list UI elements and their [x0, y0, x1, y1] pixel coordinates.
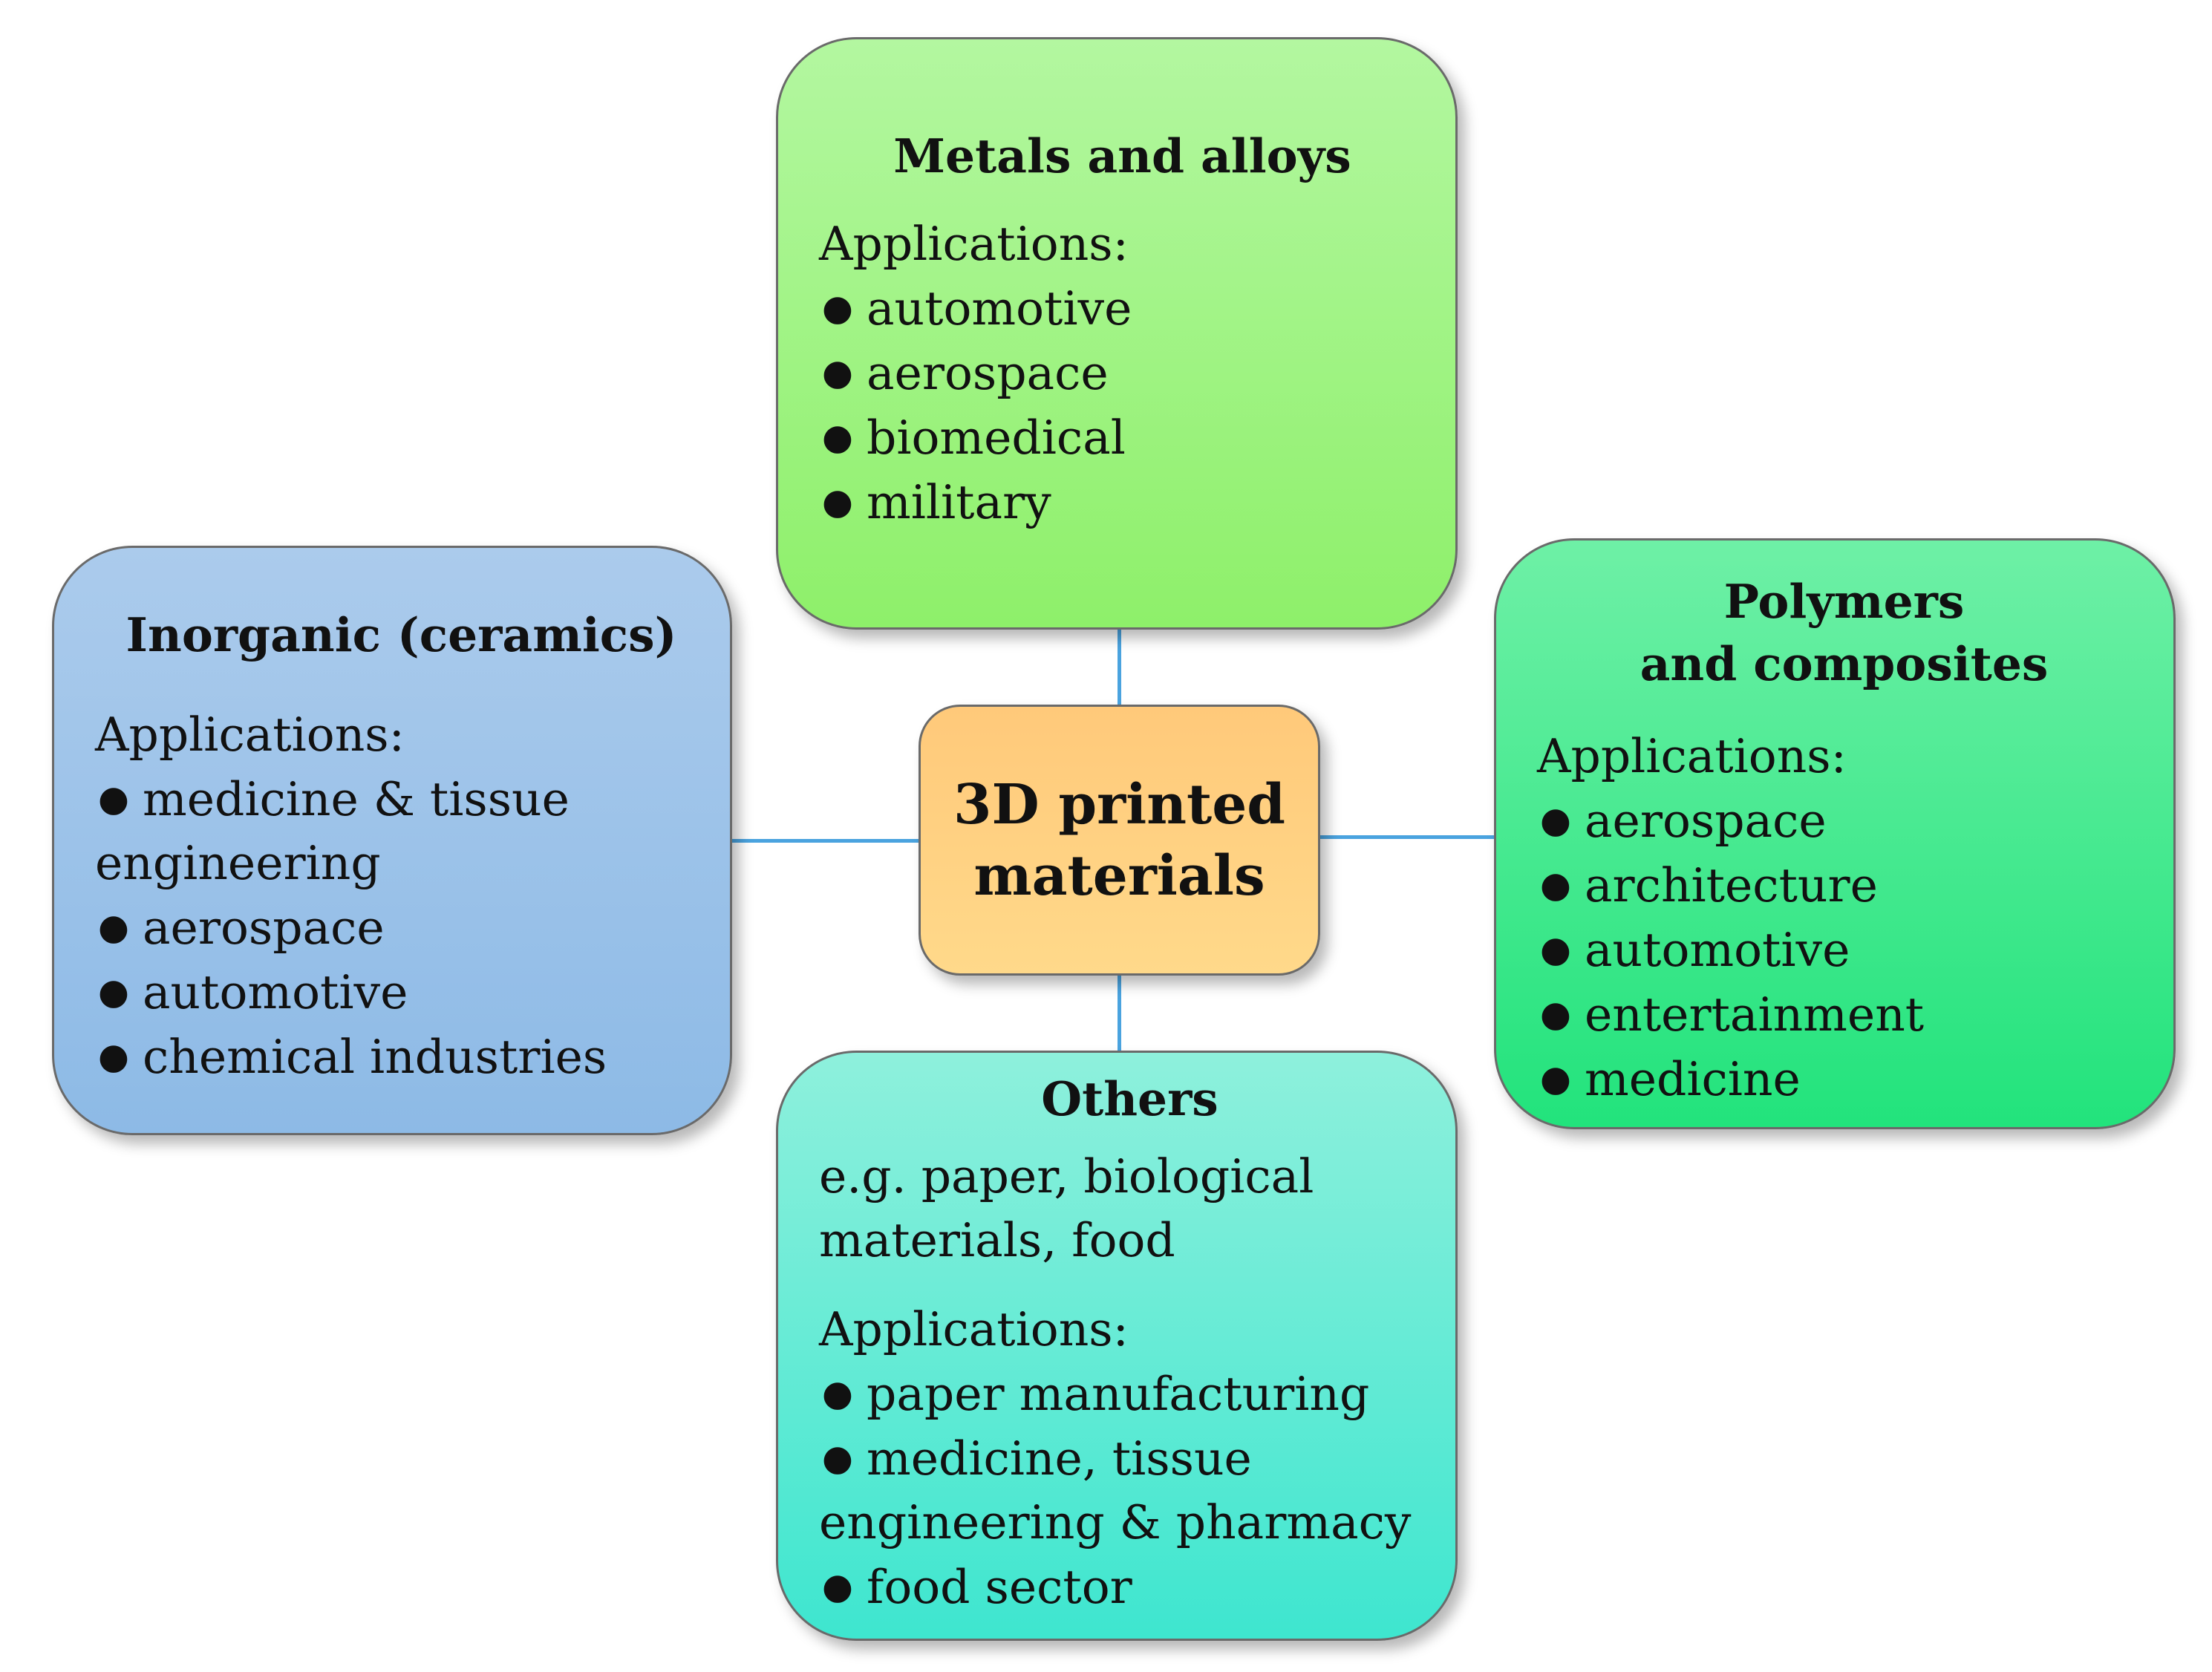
- list-item-text: chemical industries: [143, 1030, 607, 1084]
- list-item-text: aerospace: [143, 901, 385, 955]
- list-item-text: biomedical: [867, 411, 1126, 465]
- bullet-icon: ●: [822, 1566, 853, 1607]
- list-item-text: automotive: [143, 965, 408, 1019]
- bullet-icon: ●: [1540, 1058, 1571, 1100]
- bullet-icon: ●: [822, 352, 853, 393]
- list-item: ● food sector: [819, 1555, 1441, 1619]
- bullet-icon: ●: [98, 1036, 129, 1077]
- list-item-text: food sector: [867, 1560, 1132, 1614]
- connector-left: [732, 839, 919, 843]
- inorganic-applications-label: Applications:: [95, 708, 405, 762]
- inorganic-box: Inorganic (ceramics) Applications: ●medi…: [52, 546, 732, 1135]
- bullet-icon: ●: [822, 481, 853, 523]
- list-item: ● aerospace: [1537, 788, 2151, 853]
- list-item-text: automotive: [1585, 923, 1850, 977]
- bullet-icon: ●: [98, 778, 129, 820]
- inorganic-title: Inorganic (ceramics): [125, 607, 677, 662]
- list-item-text: medicine, tissue engineering & pharmacy: [819, 1431, 1412, 1549]
- others-applications-label: Applications:: [819, 1302, 1129, 1356]
- list-item: ● automotive: [95, 960, 708, 1025]
- others-title: Others: [1041, 1071, 1218, 1126]
- list-item: ●medicine & tissue engineering: [95, 767, 708, 895]
- metals-title: Metals and alloys: [893, 128, 1351, 183]
- metals-applications-label: Applications:: [819, 217, 1129, 271]
- bullet-icon: ●: [822, 417, 853, 458]
- metals-box: Metals and alloys Applications: ● automot…: [776, 37, 1458, 630]
- list-item: ●medicine, tissue engineering & pharmacy: [819, 1426, 1441, 1555]
- bullet-icon: ●: [822, 1437, 853, 1479]
- metals-applications-list: ● automotive ● aerospace ● biomedical ● mili…: [819, 276, 1426, 535]
- list-item: ● architecture: [1537, 853, 2151, 918]
- others-box: Others e.g. paper, biological materials,…: [776, 1051, 1458, 1641]
- list-item: ● medicine: [1537, 1047, 2151, 1111]
- list-item: ● military: [819, 470, 1426, 535]
- list-item: ● biomedical: [819, 405, 1426, 470]
- list-item-text: medicine: [1585, 1052, 1801, 1106]
- others-applications-list: ●paper manufacturing ●medicine, tissue e…: [819, 1362, 1441, 1619]
- list-item-text: architecture: [1585, 858, 1878, 912]
- connector-top: [1118, 630, 1121, 705]
- center-box: 3D printed materials: [919, 705, 1320, 976]
- list-item: ● entertainment: [1537, 982, 2151, 1047]
- bullet-icon: ●: [1540, 929, 1571, 970]
- list-item-text: medicine & tissue engineering: [95, 772, 570, 890]
- list-item-text: automotive: [867, 281, 1132, 336]
- list-item: ● aerospace: [819, 341, 1426, 405]
- connector-bottom: [1118, 976, 1121, 1051]
- list-item-text: aerospace: [1585, 794, 1827, 848]
- bullet-icon: ●: [1540, 864, 1571, 906]
- center-title-line2: materials: [973, 843, 1265, 908]
- center-title: 3D printed materials: [953, 769, 1285, 912]
- list-item-text: aerospace: [867, 346, 1109, 400]
- polymers-title-line1: Polymers: [1723, 574, 1965, 629]
- bullet-icon: ●: [98, 971, 129, 1013]
- list-item: ● automotive: [1537, 918, 2151, 982]
- others-examples: e.g. paper, biological materials, food: [819, 1149, 1314, 1267]
- bullet-icon: ●: [98, 907, 129, 948]
- list-item: ● aerospace: [95, 895, 708, 960]
- polymers-title-line2: and composites: [1640, 636, 2049, 691]
- center-title-line1: 3D printed: [953, 772, 1286, 837]
- list-item: ● paper manufacturing: [819, 1362, 1441, 1426]
- polymers-title: Polymers and composites: [1537, 570, 2151, 695]
- bullet-icon: ●: [1540, 993, 1571, 1035]
- list-item-text: military: [867, 475, 1051, 529]
- list-item-text: entertainment: [1585, 987, 1925, 1042]
- bullet-icon: ●: [1540, 800, 1571, 841]
- inorganic-applications-list: ●medicine & tissue engineering ●aerospac…: [95, 767, 708, 1089]
- list-item: ● chemical industries: [95, 1025, 708, 1089]
- polymers-box: Polymers and composites Applications: ● a…: [1494, 538, 2176, 1129]
- list-item: ● automotive: [819, 276, 1426, 341]
- polymers-applications-label: Applications:: [1537, 729, 1847, 783]
- bullet-icon: ●: [822, 287, 853, 329]
- bullet-icon: ●: [822, 1373, 853, 1414]
- connector-right: [1320, 835, 1494, 839]
- list-item-text: paper manufacturing: [867, 1367, 1370, 1421]
- polymers-applications-list: ● aerospace ● architecture ● automotive ● en…: [1537, 788, 2151, 1111]
